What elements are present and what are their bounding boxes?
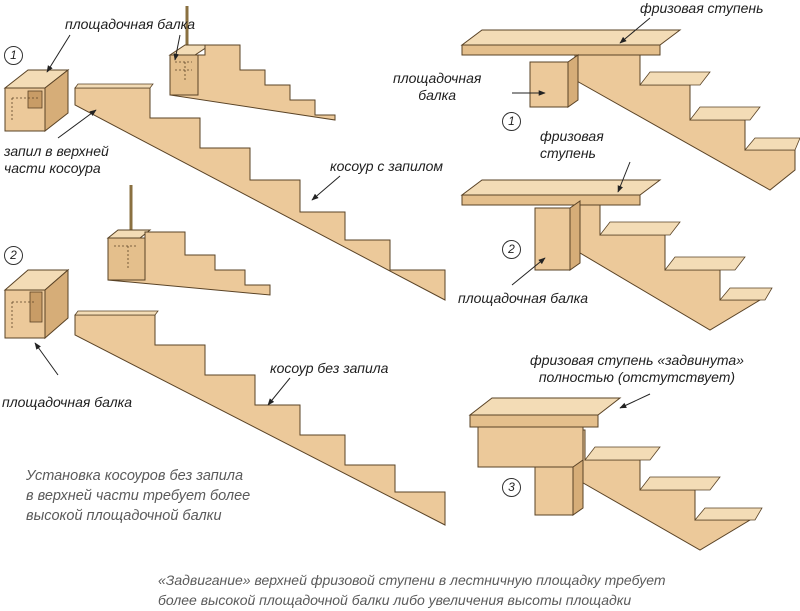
label-frieze-step-pushed-line-2: полностью (отстутствует) — [538, 369, 736, 385]
label-landing-beam-2: площадочная балка — [2, 394, 133, 410]
label-frieze-step-right-2: фризовая ступень — [540, 128, 604, 162]
label-stringer-with-cut: косоур с запилом — [330, 158, 444, 174]
beam-1-notch — [27, 90, 43, 109]
label-frieze-step-right-2-line-2: ступень — [540, 145, 596, 161]
right-3-landing-beam — [534, 466, 574, 516]
marker-left-1: 1 — [4, 46, 23, 65]
landing-beam-2-drawing — [3, 268, 70, 340]
stringer-2-long-drawing — [74, 310, 446, 526]
right-3-landing-beam-upper — [477, 426, 584, 468]
right-1-stringer — [574, 54, 796, 191]
leader-lines — [34, 17, 651, 409]
label-frieze-step-pushed: фризовая ступень «задвинута» полностью (… — [530, 352, 744, 386]
marker-right-2: 2 — [502, 240, 521, 259]
label-cut-in-top-line-2: части косоура — [4, 160, 101, 176]
note-left: Установка косоуров без запила в верхней … — [26, 466, 250, 526]
right-1-frieze-step-top — [460, 29, 682, 46]
stringer-2-upper-body — [107, 231, 271, 296]
stringer-1-upper-body — [169, 44, 336, 121]
stringer-2-upper-drawing — [106, 185, 271, 296]
stringer-1-upper-drawing — [168, 6, 336, 121]
note-bottom: «Задвигание» верхней фризовой ступени в … — [158, 570, 666, 610]
marker-left-2: 2 — [4, 246, 23, 265]
label-frieze-step-right-2-line-1: фризовая — [540, 128, 604, 144]
right-3-landing-top — [468, 397, 622, 416]
right-3-drawing — [468, 397, 763, 551]
landing-beam-1-drawing — [3, 68, 70, 133]
label-stringer-without-cut: косоур без запила — [270, 360, 389, 376]
note-left-line-2: в верхней части требует более — [26, 488, 251, 504]
note-bottom-line-1: «Задвигание» верхней фризовой ступени в … — [158, 572, 666, 588]
label-frieze-step-pushed-line-1: фризовая ступень «задвинута» — [530, 352, 744, 368]
label-landing-beam-right-2: площадочная балка — [458, 290, 589, 306]
note-bottom-line-2: более высокой площадочной балки либо уве… — [158, 592, 632, 608]
right-1-drawing — [460, 29, 800, 191]
note-left-line-3: высокой площадочной балки — [26, 508, 222, 524]
label-landing-beam-1: площадочная балка — [65, 16, 196, 32]
stringer-2-long-body — [74, 314, 446, 526]
label-frieze-step-right-1: фризовая ступень — [640, 0, 764, 16]
label-landing-beam-right-1: площадочная балка — [393, 70, 481, 104]
label-cut-in-top: запил в верхней части косоура — [4, 143, 109, 177]
right-1-frieze-step-front — [461, 44, 661, 56]
right-3-landing-front — [469, 414, 599, 428]
right-2-frieze-step-top — [460, 179, 662, 196]
label-landing-beam-right-1-line-1: площадочная — [393, 70, 482, 86]
marker-right-3: 3 — [502, 478, 521, 497]
note-left-line-1: Установка косоуров без запила — [26, 468, 244, 484]
stringer-1-long-drawing — [74, 83, 446, 301]
right-1-landing-beam — [529, 61, 569, 108]
right-2-drawing — [460, 179, 773, 331]
marker-right-1: 1 — [502, 112, 521, 131]
label-landing-beam-right-1-line-2: балка — [418, 87, 457, 103]
right-2-frieze-step-front — [461, 194, 641, 206]
stringer-1-long-body — [74, 87, 446, 301]
right-2-landing-beam — [534, 207, 571, 271]
label-cut-in-top-line-1: запил в верхней — [4, 143, 109, 159]
